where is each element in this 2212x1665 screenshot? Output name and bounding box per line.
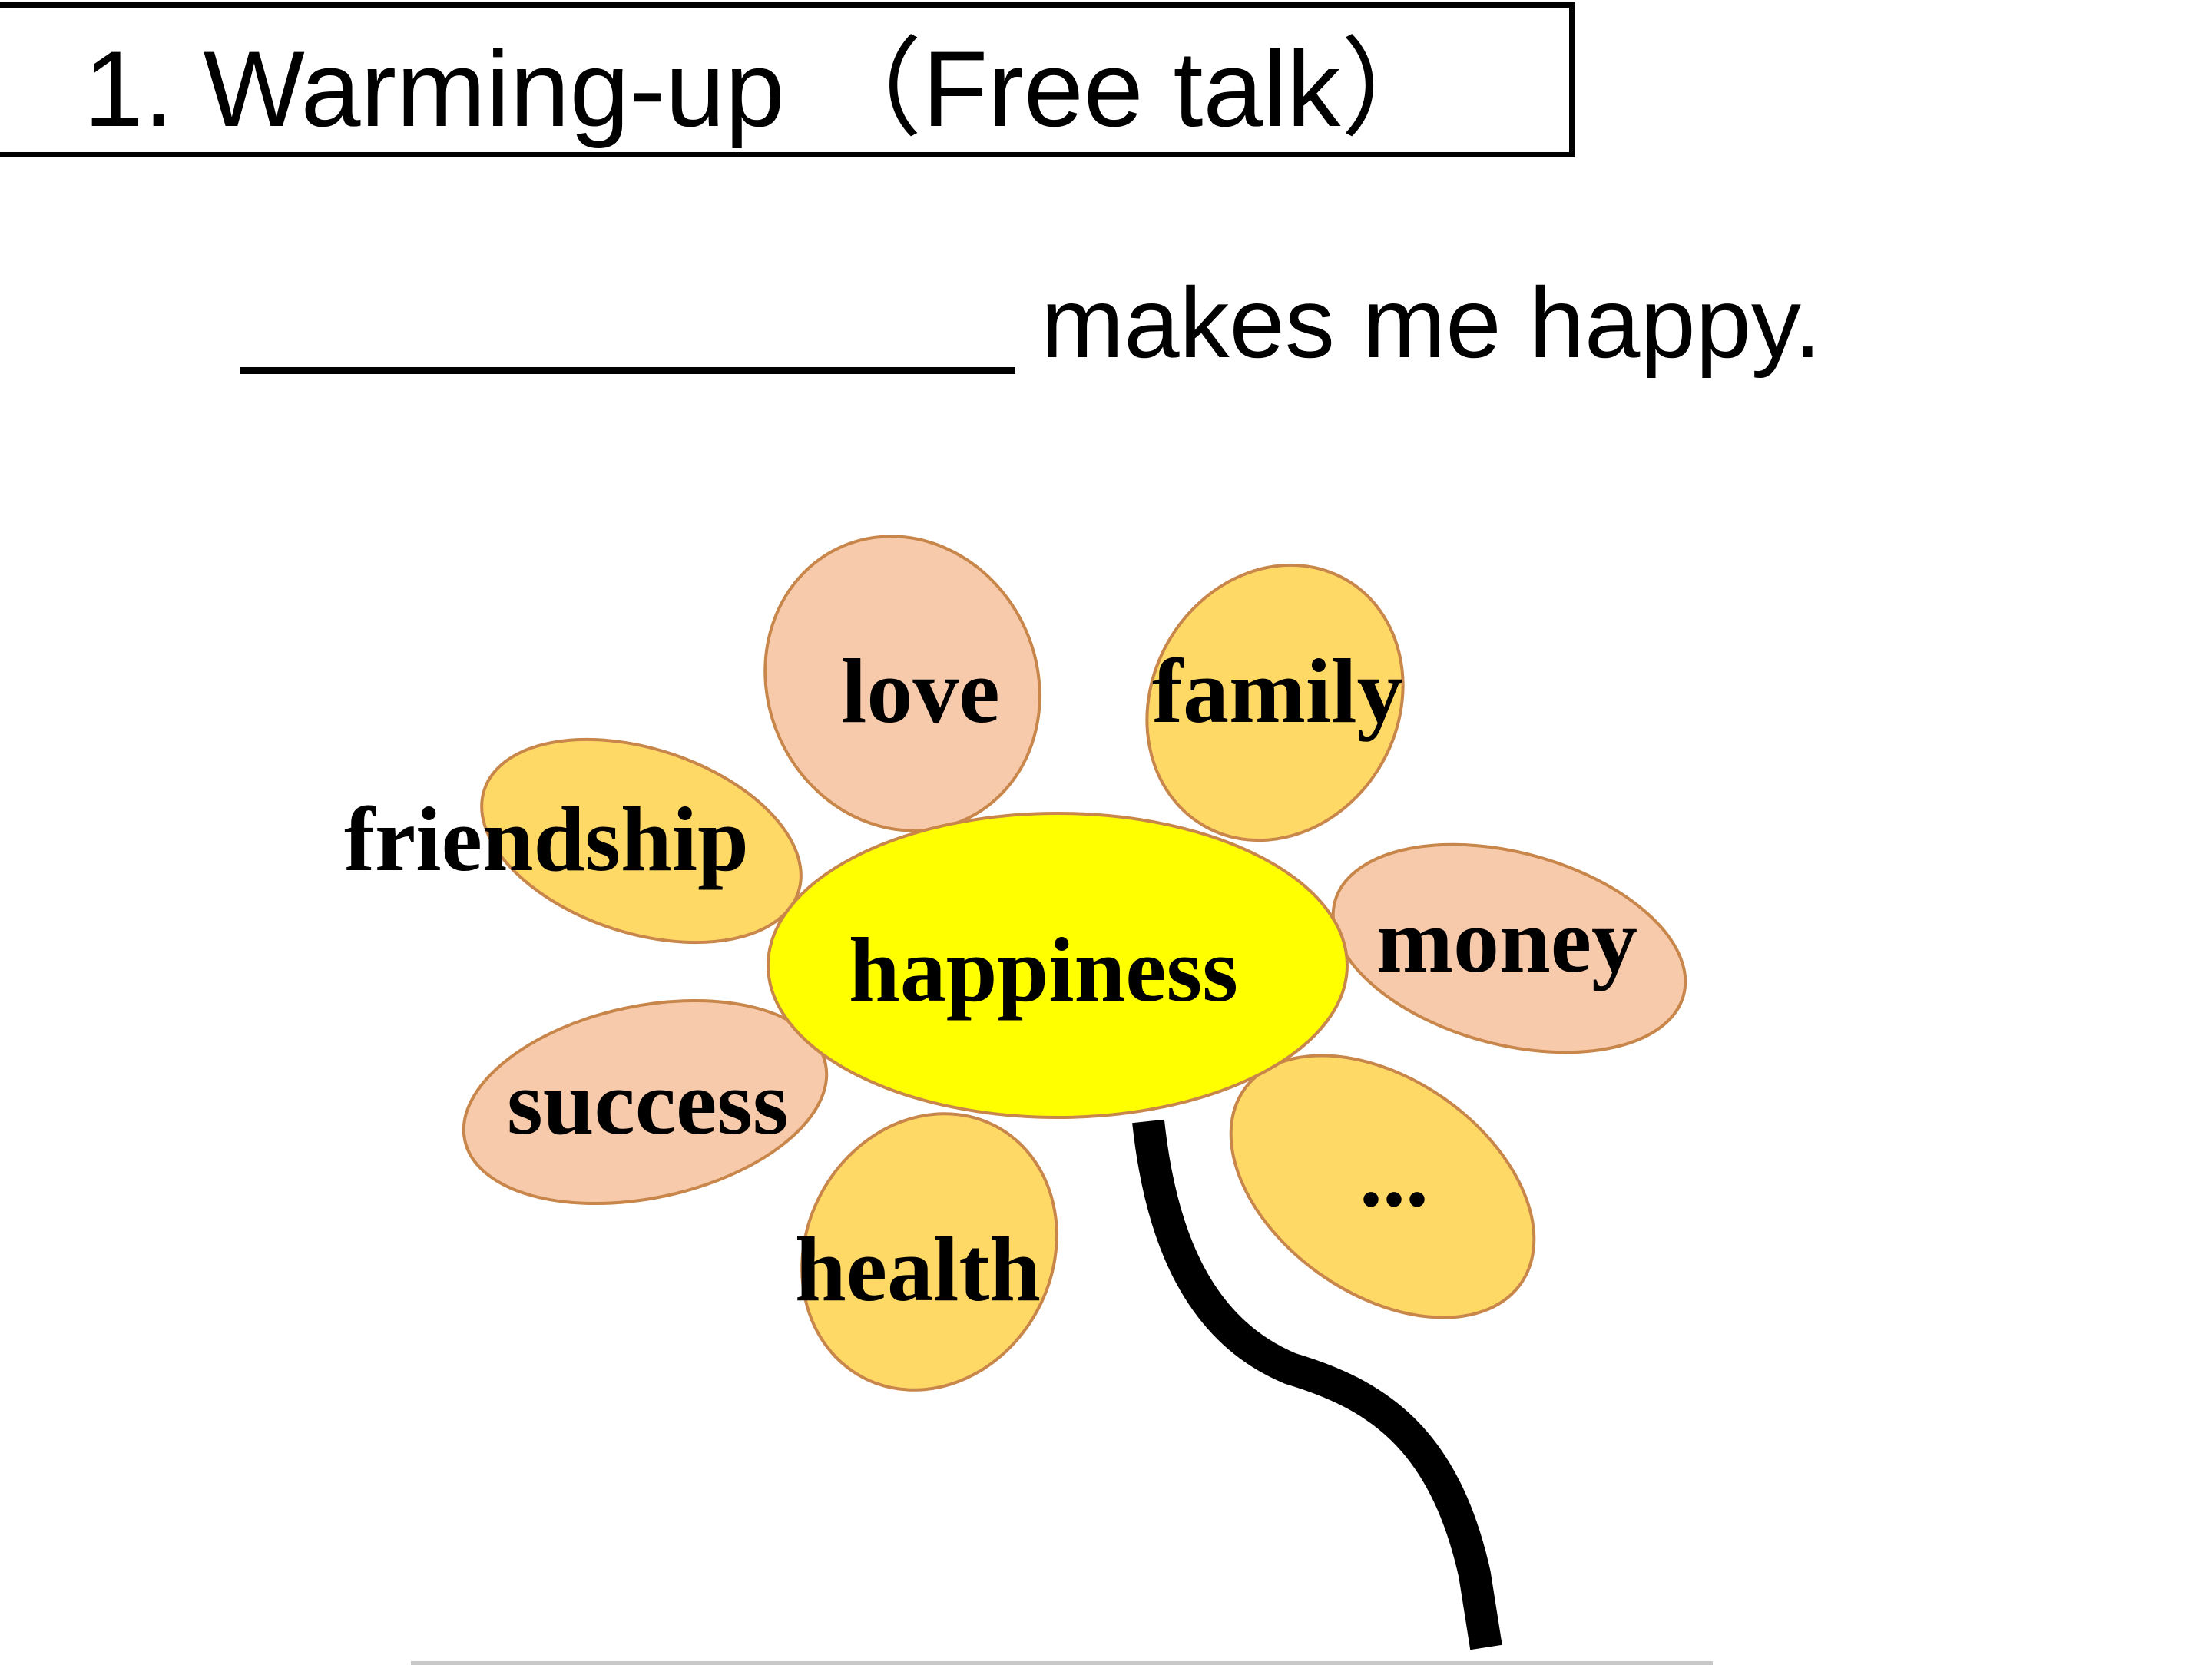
flower-center (767, 812, 1349, 1119)
petal-friendship (480, 737, 803, 945)
fill-in-blank (240, 367, 1015, 374)
petal-label-health: health (795, 1218, 1041, 1320)
slide-title: 1. Warming-up （Free talk） (84, 28, 1449, 149)
petal-family (1145, 563, 1405, 842)
sentence-text: makes me happy. (1041, 266, 1822, 379)
petal-label-more: ... (1359, 1124, 1429, 1226)
petal-more (1229, 1054, 1536, 1319)
petal-label-friendship: friendship (344, 788, 749, 890)
title-box: 1. Warming-up （Free talk） (0, 2, 1575, 157)
petal-money (1331, 842, 1687, 1054)
petal-label-money: money (1376, 889, 1637, 991)
center-label-happiness: happiness (849, 919, 1238, 1021)
flower-stem (1132, 1119, 1502, 1650)
petal-label-love: love (841, 640, 1000, 742)
bottom-divider (411, 1661, 1713, 1665)
petal-love (763, 535, 1041, 832)
petal-label-family: family (1152, 640, 1403, 742)
petal-label-success: success (507, 1051, 789, 1154)
petal-health (800, 1112, 1058, 1392)
petal-success (462, 998, 829, 1206)
